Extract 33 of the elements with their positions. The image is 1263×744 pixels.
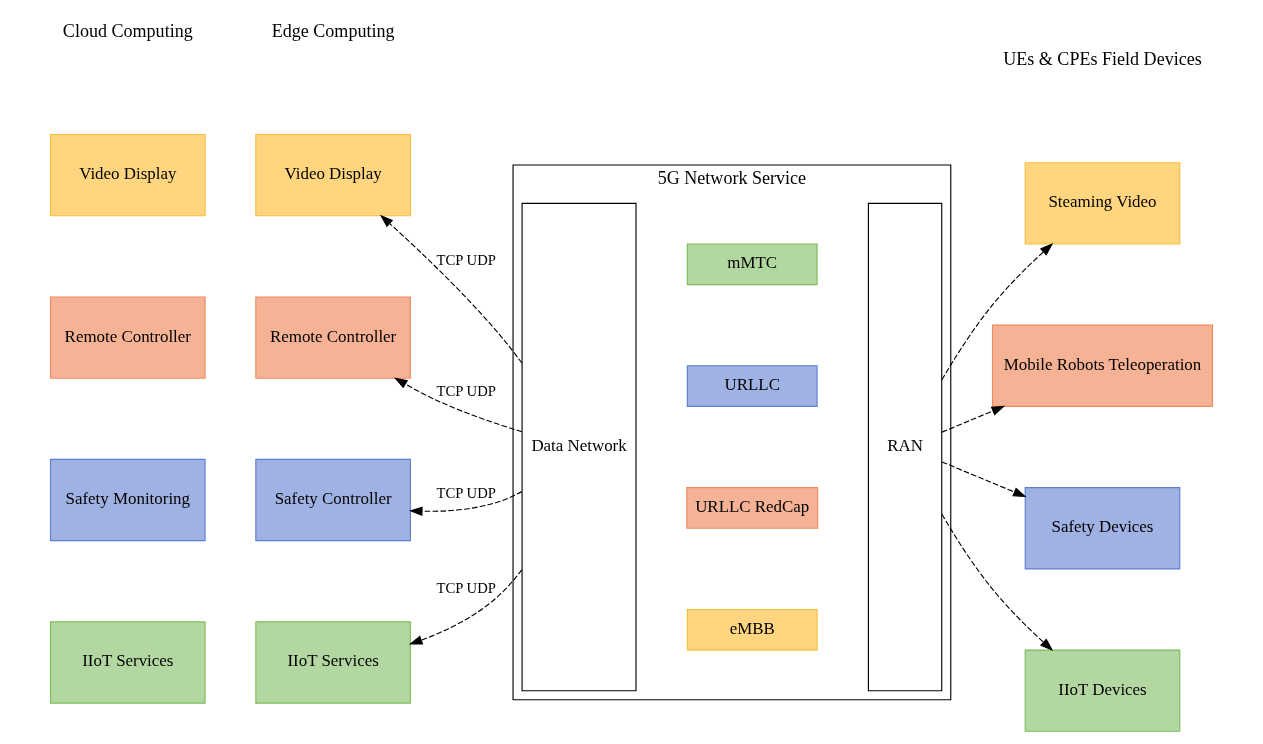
arrow <box>941 461 1027 498</box>
node-box: Safety Devices <box>1024 487 1181 570</box>
node-box: Video Display <box>49 133 206 217</box>
arrow <box>394 377 523 433</box>
node-box: Safety Monitoring <box>49 458 206 542</box>
node-box: URLLC <box>686 365 818 407</box>
label: Edge Computing <box>271 21 395 42</box>
node-box: Data Network <box>521 202 637 692</box>
node-box: Mobile Robots Teleoperation <box>991 324 1214 407</box>
node-box: Remote Controller <box>49 296 206 379</box>
edge-label: TCP UDP <box>436 382 496 399</box>
label: Cloud Computing <box>62 21 193 42</box>
arrow <box>409 490 523 516</box>
arrow <box>941 513 1054 651</box>
node-box: Video Display <box>255 133 411 217</box>
edge-label: TCP UDP <box>436 485 496 502</box>
node-box: eMBB <box>686 608 818 651</box>
label: UEs & CPEs Field Devices <box>1003 49 1202 70</box>
node-box: Steaming Video <box>1024 162 1181 245</box>
edge-label: TCP UDP <box>436 251 496 268</box>
arrow <box>941 405 1006 433</box>
node-box: IIoT Services <box>49 621 206 704</box>
node-box: mMTC <box>686 243 818 286</box>
arrow <box>408 569 523 645</box>
node-box: URLLC RedCap <box>686 487 819 529</box>
node-box: IIoT Devices <box>1024 649 1181 732</box>
edge-label: TCP UDP <box>436 580 496 596</box>
arrow <box>941 243 1054 381</box>
node-box: Safety Controller <box>255 458 411 542</box>
node-box: IIoT Services <box>255 621 411 704</box>
arrow <box>379 214 523 364</box>
node-box: RAN <box>867 202 943 692</box>
node-box: Remote Controller <box>255 296 411 379</box>
